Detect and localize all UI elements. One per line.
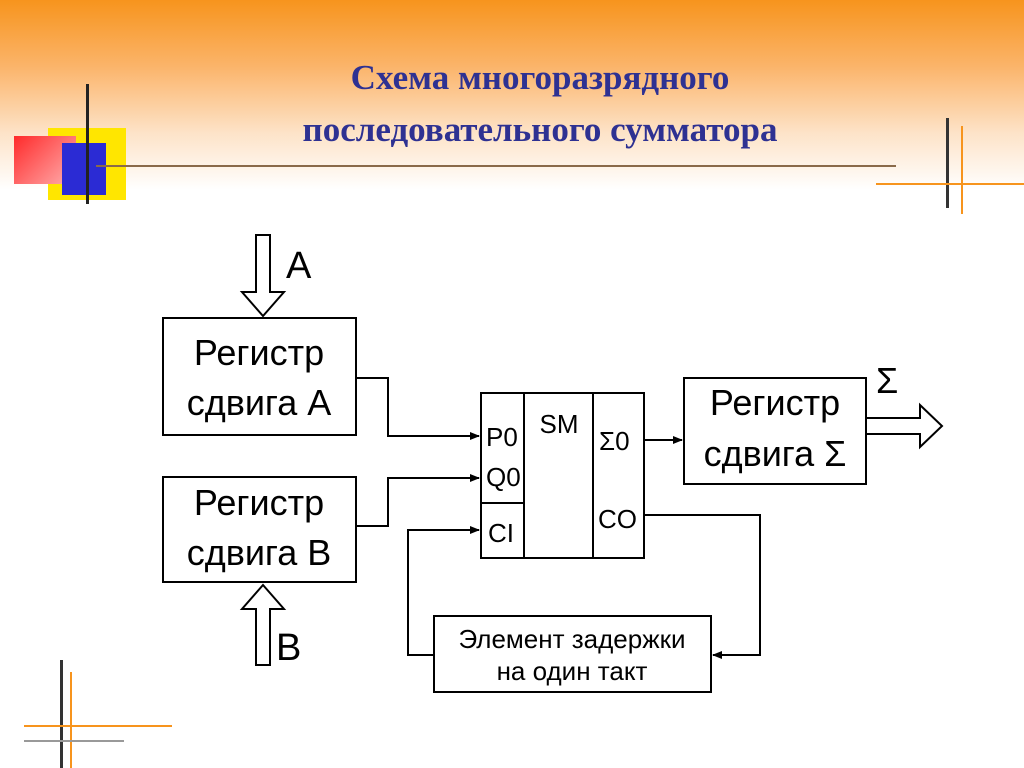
output-sigma-label: Σ <box>876 360 898 401</box>
wire-delay-to-ci <box>407 526 480 656</box>
wire-reg-a-to-p0 <box>356 377 480 440</box>
deco-horizontal-line <box>96 165 896 167</box>
sm-co-label: CO <box>598 504 637 534</box>
header-gradient-band <box>0 0 1024 190</box>
wire-reg-b-to-q0 <box>356 474 480 527</box>
sm-adder-box <box>480 392 645 559</box>
deco-blue-square <box>62 143 106 195</box>
delay-element-box <box>433 615 712 693</box>
register-a-label-line1: Регистр <box>194 332 324 373</box>
deco-bottom-vertical-line-1 <box>60 660 63 768</box>
sm-label: SM <box>540 409 579 439</box>
deco-bottom-vertical-line-2 <box>70 672 72 768</box>
input-b-arrow <box>239 583 287 666</box>
sm-q0-label: Q0 <box>486 462 521 492</box>
register-a-box <box>162 317 357 436</box>
sm-ci-label: CI <box>488 518 514 548</box>
slide-title-line-2: последовательного сумматора <box>302 110 778 149</box>
wire-co-to-delay <box>644 514 761 659</box>
input-a-label: A <box>286 245 312 287</box>
register-b-label-line1: Регистр <box>194 482 324 523</box>
register-sum-label-line1: Регистр <box>710 382 840 423</box>
slide-title: Схема многоразрядного последовательного … <box>140 52 940 156</box>
output-sigma-arrow <box>865 402 944 450</box>
register-b-label-line2: сдвига B <box>187 532 332 573</box>
register-b-box <box>162 476 357 583</box>
delay-element-label-line1: Элемент задержки <box>458 624 685 654</box>
deco-right-horizontal-line <box>876 183 1024 185</box>
register-sum-label-line2: сдвига Σ <box>704 433 847 474</box>
deco-vertical-line <box>86 84 89 204</box>
input-b-label: B <box>276 627 301 669</box>
deco-right-vertical-line-2 <box>961 126 963 214</box>
register-sum-box <box>683 377 867 485</box>
sm-sigma0-label: Σ0 <box>599 426 630 456</box>
deco-bottom-horizontal-line-1 <box>24 725 172 727</box>
register-a-label-line2: сдвига A <box>187 382 332 423</box>
slide-title-line-1: Схема многоразрядного <box>350 58 730 97</box>
input-a-arrow <box>239 234 287 318</box>
deco-bottom-horizontal-line-2 <box>24 740 124 742</box>
deco-right-vertical-line-1 <box>946 118 949 208</box>
sm-p0-label: P0 <box>486 422 518 452</box>
delay-element-label-line2: на один такт <box>497 656 648 686</box>
